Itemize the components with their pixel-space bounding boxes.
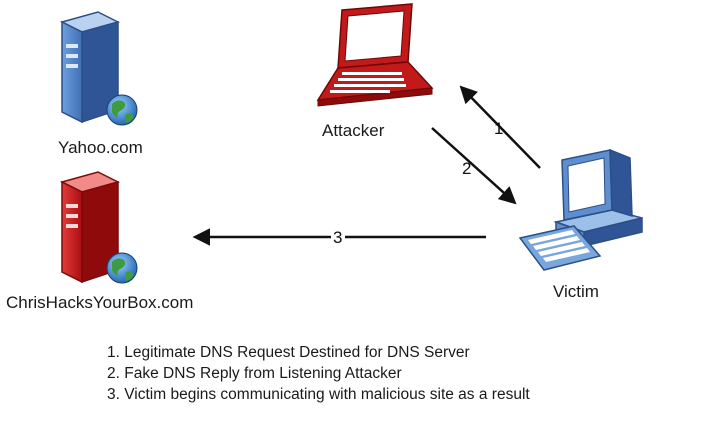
arrow-1 (459, 85, 541, 169)
arrow-2 (431, 127, 517, 205)
arrows: 1 2 3 (192, 85, 541, 248)
attacker-label: Attacker (322, 121, 385, 140)
yahoo-label: Yahoo.com (58, 138, 143, 157)
victim-computer-icon (518, 148, 643, 271)
arrow-1-number: 1 (494, 119, 503, 138)
victim-label: Victim (553, 282, 599, 301)
arrow-2-number: 2 (462, 159, 471, 178)
globe-icon (106, 252, 138, 284)
malicious-site-label: ChrisHacksYourBox.com (6, 293, 194, 312)
arrow-3-number: 3 (333, 228, 342, 247)
attacker-laptop-icon (316, 3, 434, 107)
legend: 1. Legitimate DNS Request Destined for D… (107, 342, 530, 405)
legend-item: 1. Legitimate DNS Request Destined for D… (107, 344, 470, 361)
legend-item: 3. Victim begins communicating with mali… (107, 386, 530, 403)
yahoo-server-icon (59, 11, 138, 126)
legend-item: 2. Fake DNS Reply from Listening Attacke… (107, 365, 402, 382)
globe-icon (106, 94, 138, 126)
malicious-server-icon (59, 171, 138, 284)
